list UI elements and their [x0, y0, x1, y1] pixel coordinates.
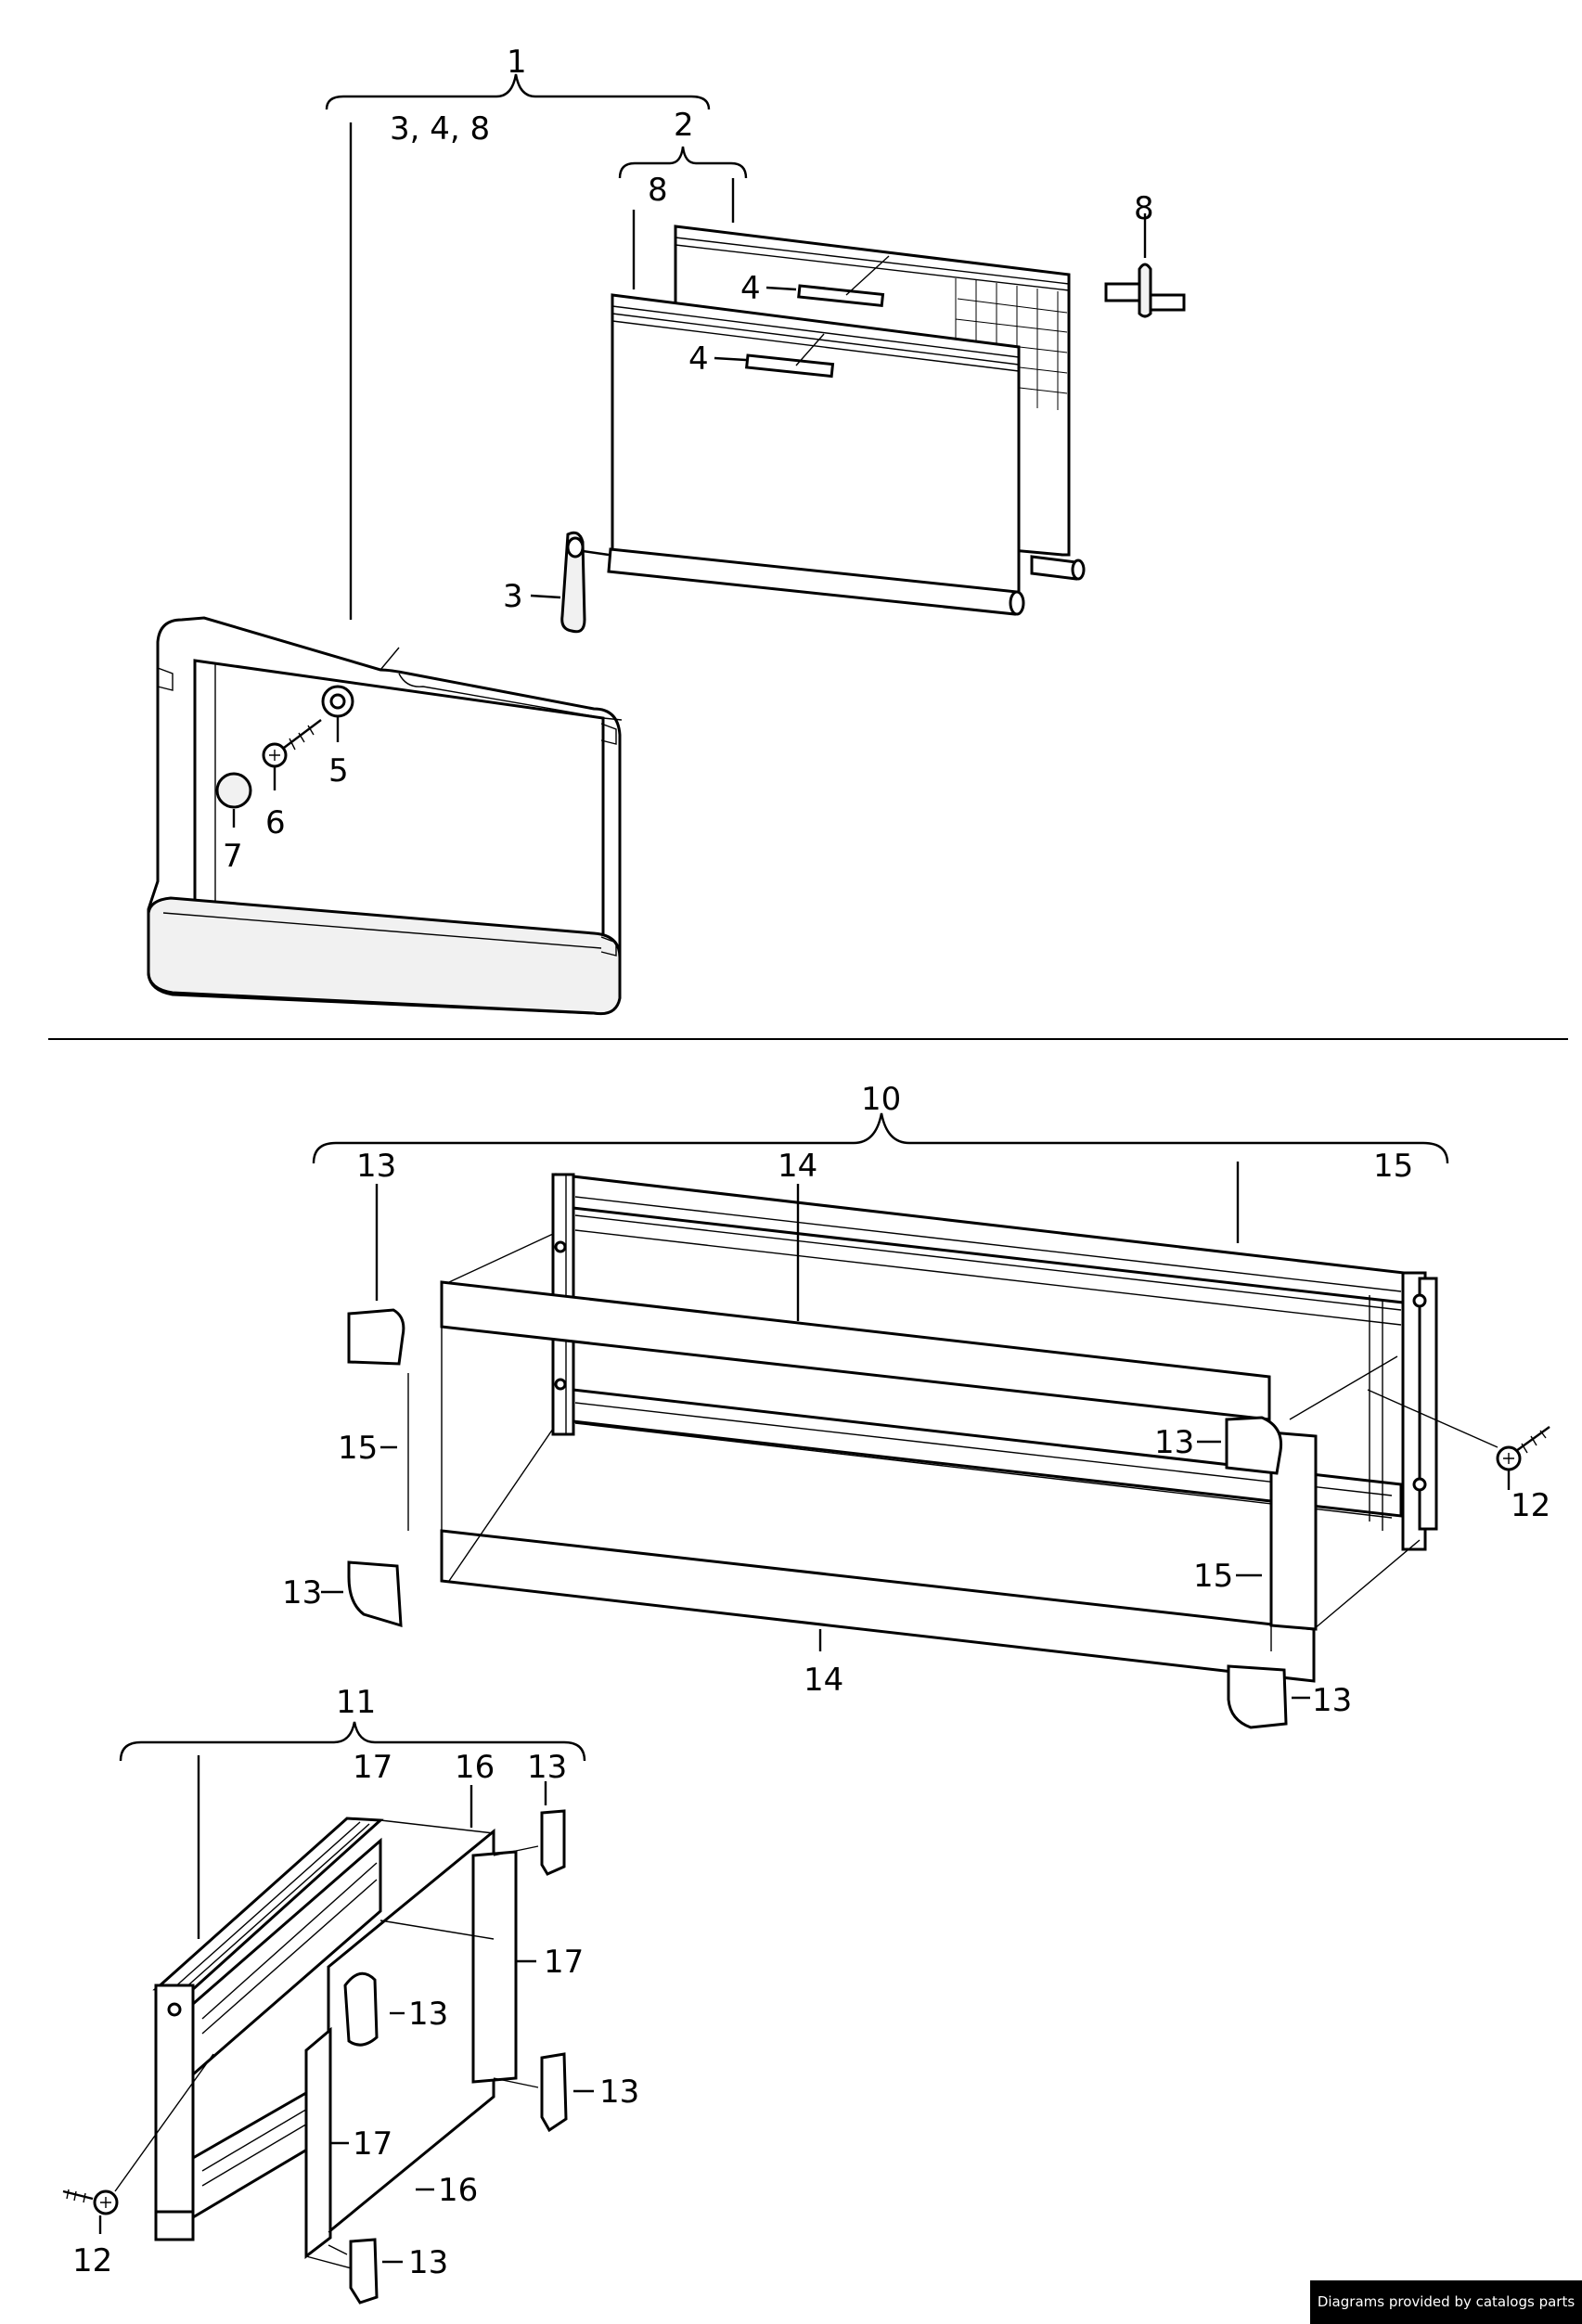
panel-14-bottom: [440, 1529, 1316, 1683]
label-10: 10: [861, 1081, 901, 1118]
label-8-b: 8: [1134, 190, 1154, 227]
section-10-box-frame: [312, 1112, 1550, 1729]
label-13-f: 13: [408, 1996, 448, 2033]
label-2: 2: [674, 107, 694, 144]
part-labels: 1 3, 4, 8 2 8 8 4 4 3 5 6 7 10 13 14 15 …: [72, 44, 1550, 2281]
label-7: 7: [223, 838, 243, 875]
panel-14-top: [440, 1280, 1271, 1421]
pin-8: [1104, 213, 1186, 318]
panel-15-right: [1269, 1431, 1318, 1631]
bracket-1: [325, 73, 711, 110]
corner-cap-13-top: [540, 1809, 566, 1876]
section-11-narrow-frame: [62, 1721, 594, 2305]
label-8-a: 8: [648, 172, 668, 209]
label-15-a: 15: [1373, 1148, 1413, 1185]
bracket-11: [119, 1721, 586, 1762]
label-17-c: 17: [353, 2125, 392, 2163]
label-13-c: 13: [282, 1574, 322, 1611]
bracket-10: [312, 1112, 1449, 1164]
bracket-2: [618, 146, 748, 179]
label-12-a: 12: [1511, 1487, 1550, 1524]
label-12-b: 12: [72, 2242, 112, 2279]
label-6: 6: [265, 804, 286, 841]
corner-cap-13-a: [347, 1308, 405, 1366]
screw-12-left: [62, 2053, 214, 2234]
label-3: 3: [503, 578, 523, 615]
box-frame-back: [551, 1173, 1438, 1551]
door-frame: [147, 616, 623, 1016]
label-3-4-8: 3, 4, 8: [390, 110, 490, 148]
corner-cap-13-c: [347, 1560, 403, 1628]
label-17-a: 17: [353, 1749, 392, 1786]
label-13-e: 13: [527, 1749, 567, 1786]
screw-6: [262, 719, 322, 768]
label-4-b: 4: [688, 340, 709, 378]
corner-cap-13-middle: [343, 1971, 379, 2047]
label-15-b: 15: [338, 1430, 378, 1467]
label-4-a: 4: [740, 270, 761, 307]
plug-7: [215, 772, 252, 809]
label-13-a: 13: [356, 1148, 396, 1185]
label-17-b: 17: [544, 1944, 584, 1981]
corner-cap-13-side: [540, 2052, 568, 2133]
section-1-door-assembly: [147, 73, 1186, 1016]
panel-17-left: [304, 2026, 332, 2260]
crank-handle-3: [560, 531, 610, 634]
screw-12-right: [1367, 1389, 1550, 1490]
label-15-c: 15: [1193, 1558, 1233, 1595]
corner-cap-13-d: [1227, 1664, 1288, 1729]
label-13-g: 13: [599, 2074, 639, 2111]
label-13-d: 13: [1312, 1682, 1352, 1719]
label-13-h: 13: [408, 2244, 448, 2281]
label-16-a: 16: [455, 1749, 495, 1786]
corner-cap-13-bottom: [349, 2238, 379, 2305]
label-11: 11: [336, 1684, 376, 1721]
label-14-a: 14: [778, 1148, 817, 1185]
label-13-b: 13: [1154, 1424, 1194, 1461]
label-14-b: 14: [804, 1662, 843, 1699]
label-16-b: 16: [438, 2172, 478, 2209]
panel-17-right: [471, 1850, 518, 2084]
roller-blind-panel: [607, 293, 1086, 616]
credit-footer: Diagrams provided by catalogs parts: [1310, 2280, 1582, 2324]
label-1: 1: [507, 44, 527, 81]
corner-cap-13-b: [1225, 1416, 1283, 1475]
label-5: 5: [328, 752, 349, 790]
washer-5: [321, 685, 354, 718]
